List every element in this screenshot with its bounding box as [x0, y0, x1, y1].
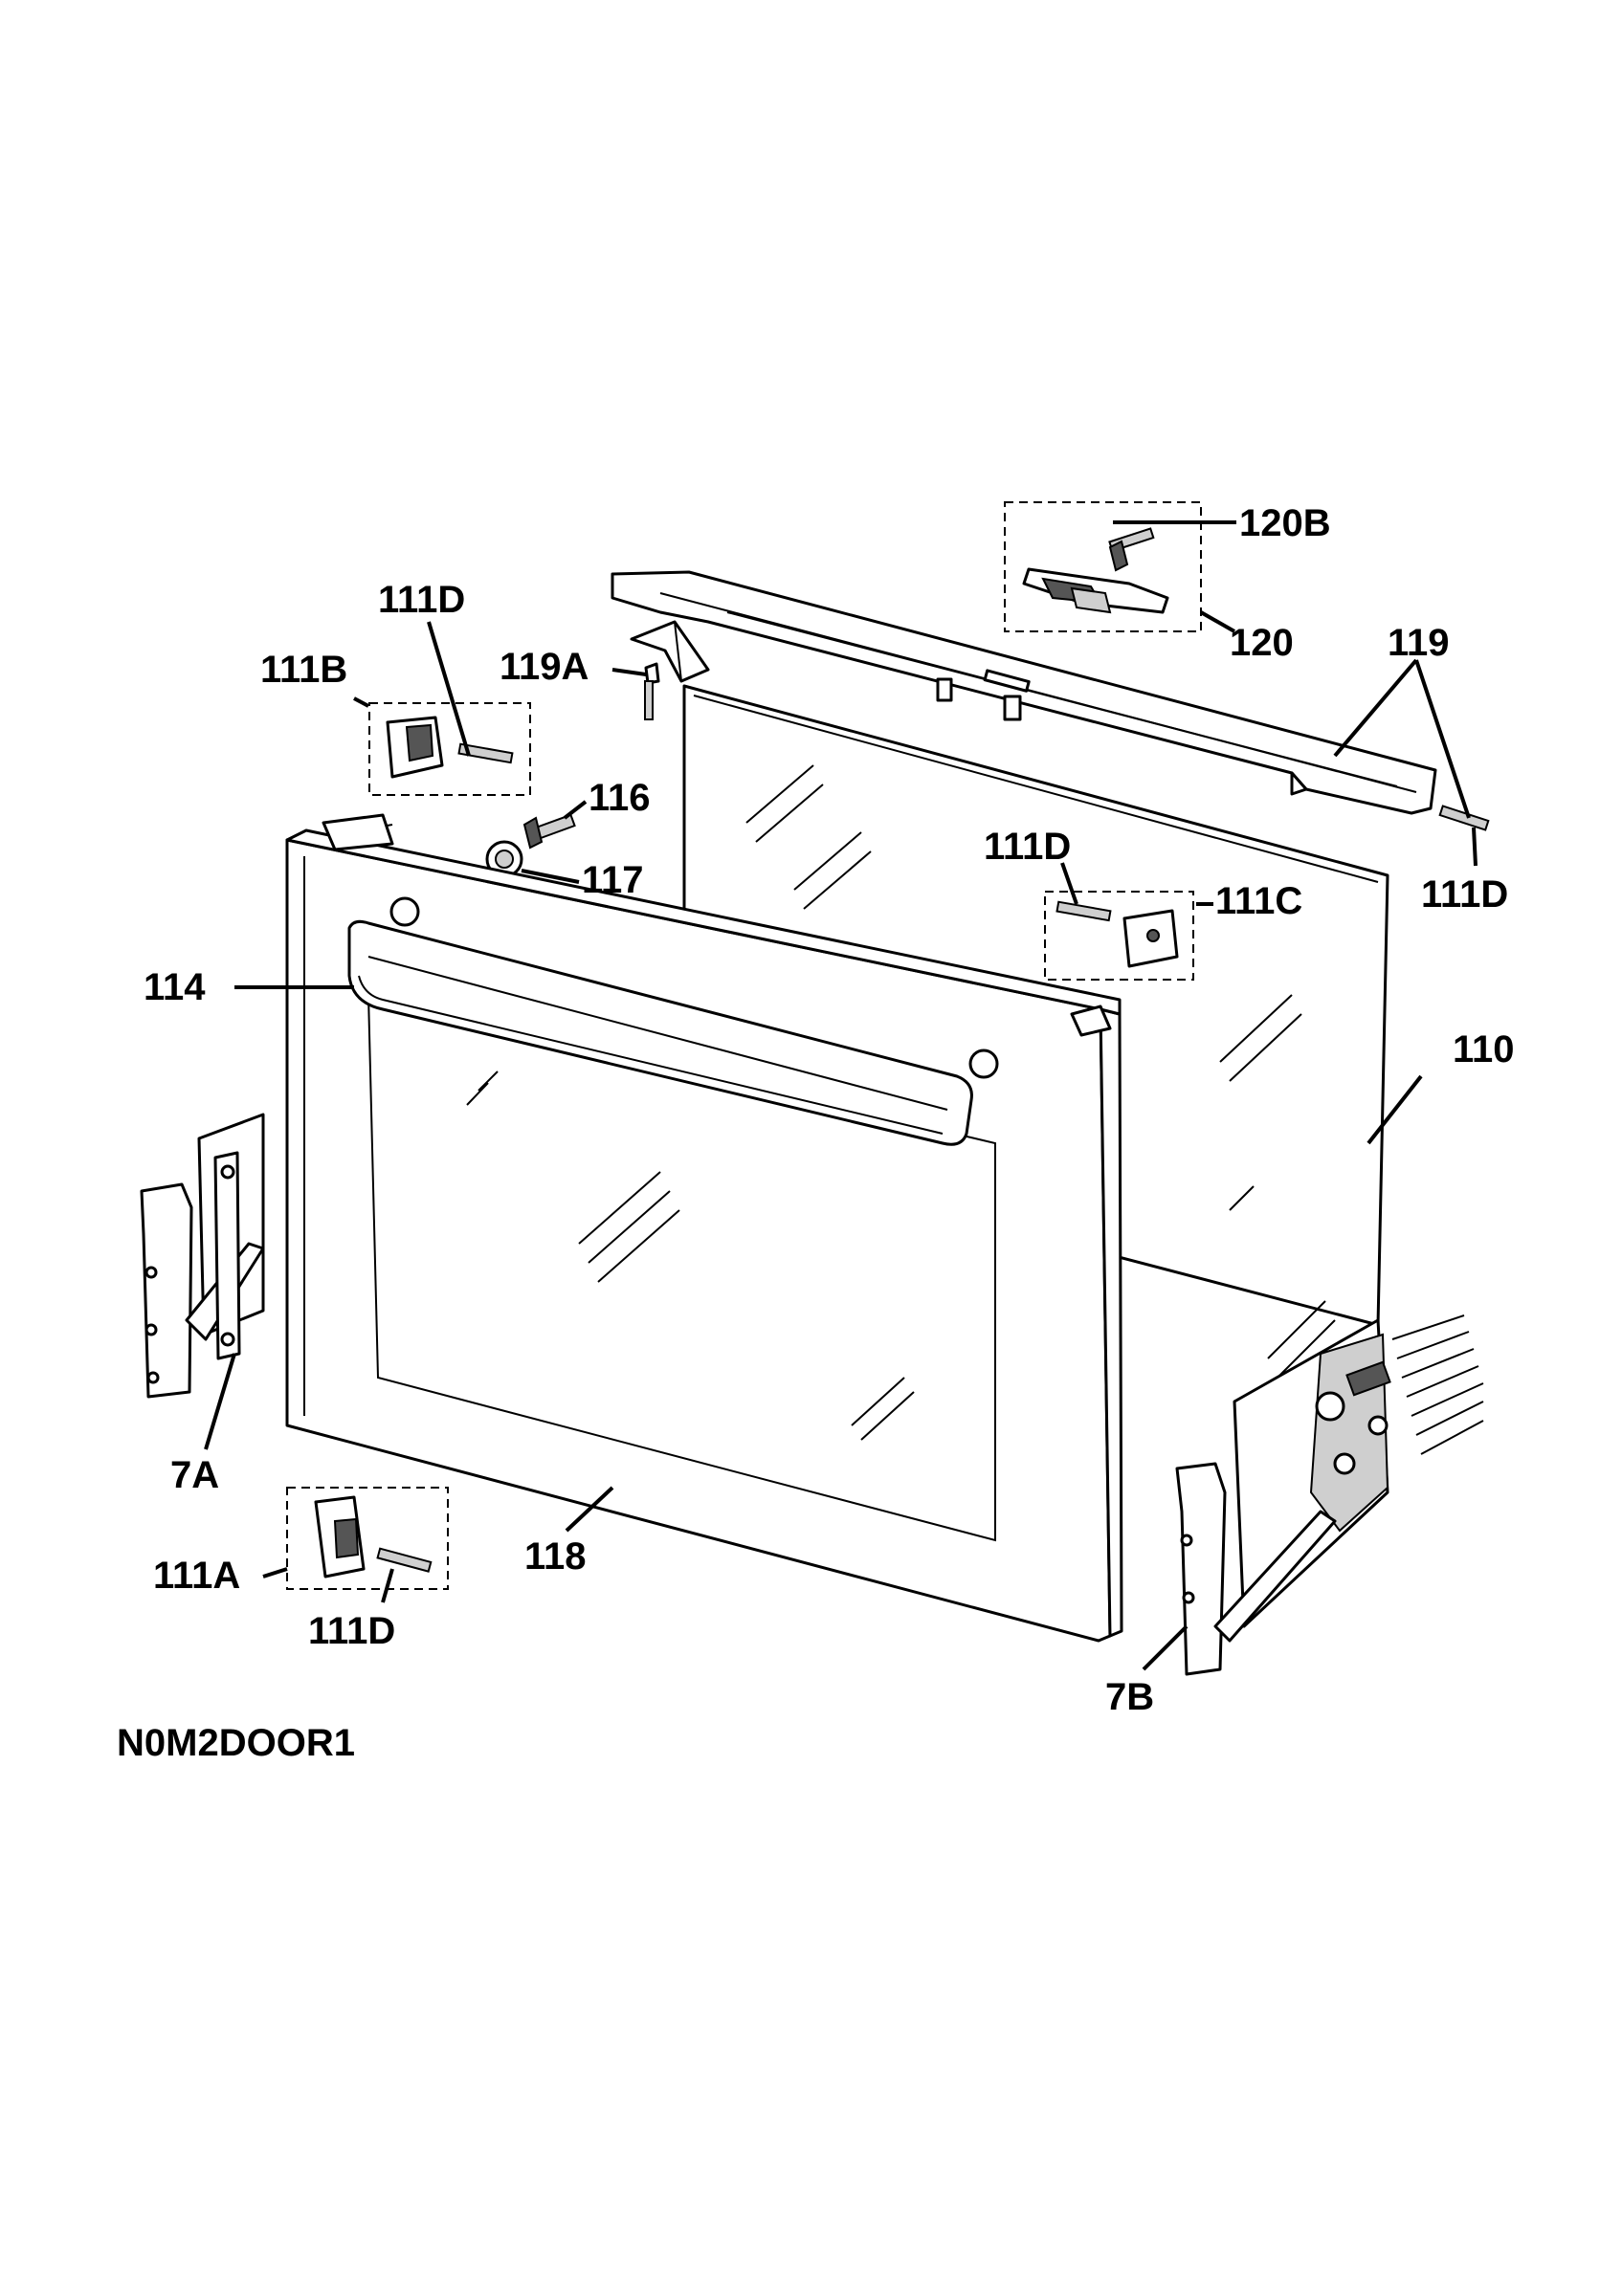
- clip-assembly-120: [1004, 501, 1202, 632]
- callout-111b: 111B: [260, 649, 347, 691]
- screw-116: [522, 813, 576, 850]
- callout-7a: 7A: [170, 1454, 219, 1496]
- callout-111a: 111A: [153, 1555, 240, 1597]
- callout-119: 119: [1388, 622, 1450, 664]
- callout-7b: 7B: [1105, 1676, 1154, 1718]
- callout-116: 116: [589, 777, 651, 819]
- callout-111d-right: 111D: [1421, 873, 1508, 916]
- top-trim-bar: [611, 570, 1437, 815]
- hinge-7b: [1175, 1314, 1484, 1676]
- bracket-119a: [630, 620, 710, 720]
- callout-110: 110: [1453, 1028, 1515, 1071]
- diagram-code: N0M2DOOR1: [117, 1722, 355, 1764]
- callout-111d-top: 111D: [378, 579, 465, 621]
- callout-120b: 120B: [1239, 502, 1331, 544]
- clip-assembly-111b: [368, 702, 531, 796]
- clip-assembly-111a: [286, 1487, 449, 1590]
- callout-119a: 119A: [500, 646, 589, 688]
- callout-111c: 111C: [1215, 880, 1302, 922]
- door-handle: [347, 919, 973, 1146]
- washer-117: [485, 840, 523, 878]
- leader-lines: [204, 520, 1478, 1671]
- callout-117: 117: [582, 859, 644, 901]
- hinge-7a: [140, 1113, 265, 1399]
- callout-111d-bottom: 111D: [308, 1610, 395, 1652]
- callout-114: 114: [144, 966, 206, 1008]
- callout-120: 120: [1230, 622, 1294, 664]
- callout-111d-mid: 111D: [984, 826, 1071, 868]
- front-door-panel: [285, 813, 1123, 1643]
- callout-118: 118: [524, 1535, 587, 1578]
- clip-assembly-111c: [1044, 891, 1194, 981]
